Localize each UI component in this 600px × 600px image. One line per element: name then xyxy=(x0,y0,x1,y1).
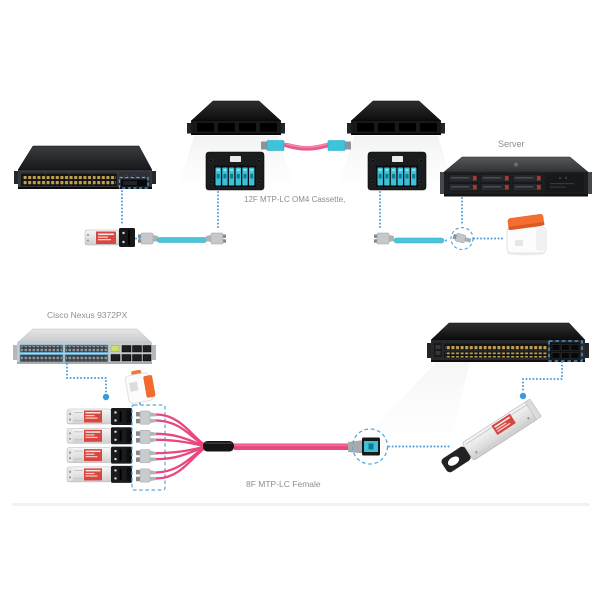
highlighted-qsfp-ports-box xyxy=(548,340,583,362)
fiber-cleaner-box-top-icon xyxy=(506,213,547,256)
mtp-lc-cassette-left-icon xyxy=(205,151,265,191)
lc-patch-cable-left-icon xyxy=(137,232,227,245)
mtp-lc-breakout-cable-icon xyxy=(155,413,205,480)
sfp-transceiver-top-icon xyxy=(84,228,135,247)
cassette-label: 12F MTP-LC OM4 Cassette, xyxy=(244,195,346,204)
switch-top-left-icon xyxy=(14,145,156,189)
server-label: Server xyxy=(498,139,525,149)
highlighted-port-box xyxy=(118,176,149,189)
qsfp-transceiver-icon xyxy=(441,399,542,473)
dotted-connections xyxy=(66,190,563,448)
switch-bottom-right-icon xyxy=(427,322,589,362)
server-icon xyxy=(440,156,592,197)
card-bottom-edge xyxy=(12,503,590,506)
rack-enclosure-left-icon xyxy=(186,100,286,136)
sfp-transceiver-stack-icon xyxy=(66,407,133,484)
connector-highlight-circle-top xyxy=(450,226,474,251)
connection-endpoint-dot-left xyxy=(102,393,110,401)
lc-patch-cable-right-icon xyxy=(373,232,445,245)
mtp-lc-cassette-right-icon xyxy=(367,151,427,191)
harness-label: 8F MTP-LC Female xyxy=(246,479,321,489)
mtp-connector-highlight-circle xyxy=(351,428,389,465)
breakout-furcation-and-trunk xyxy=(203,437,380,456)
rack-enclosure-right-icon xyxy=(346,100,446,136)
mtp-trunk-cable-icon xyxy=(261,140,351,151)
light-beam-bottom-right xyxy=(353,361,470,478)
lc-connector-column xyxy=(131,404,166,491)
nexus-switch-label: Cisco Nexus 9372PX xyxy=(47,310,128,320)
connection-endpoint-dot-right xyxy=(519,392,527,400)
cisco-nexus-switch-icon xyxy=(13,328,156,364)
fiber-cleaner-box-bottom-icon xyxy=(124,369,156,404)
highlighted-connector-box xyxy=(131,404,166,491)
